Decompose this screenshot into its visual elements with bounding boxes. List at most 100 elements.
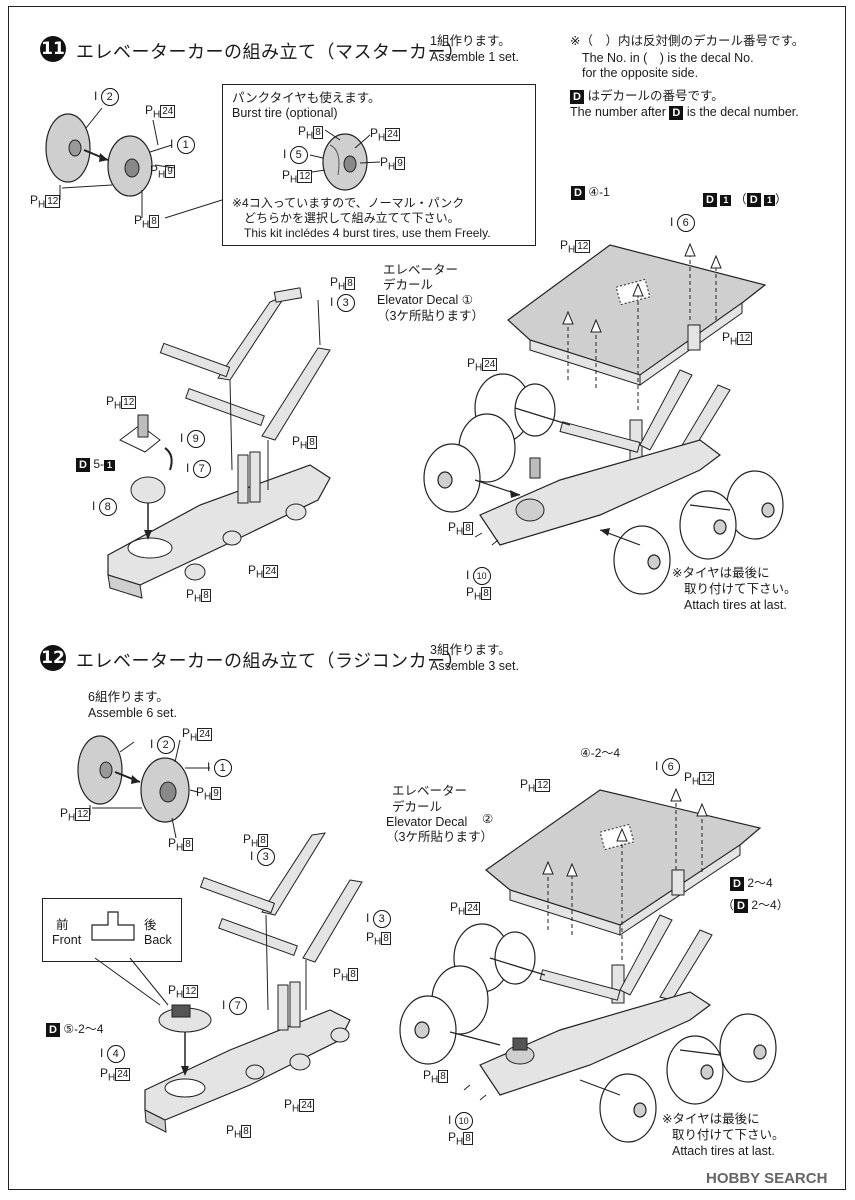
sub-qty-jp: 6組作ります。 [88,690,169,704]
page-frame [8,6,846,1190]
decal-label-d4-1: D ④-1 [571,185,610,200]
elevator-decal-jp1-b: エレベーター [392,784,468,798]
back-en: Back [144,933,172,947]
back-jp: 後 [144,918,157,932]
part-label-I3-a: I 3 [330,294,355,312]
part-label-I7: I 7 [186,460,211,478]
step-11-qty-jp: 1組作ります。 [430,34,511,48]
note-line2: The No. in ( ) is the decal No. [582,51,754,65]
step-11-title: エレベーターカーの組み立て（マスターカー） [76,42,465,63]
part-label-I8: I 8 [92,498,117,516]
arm-lower [261,347,331,441]
part-label-I3-c: I 3 [366,910,391,928]
wheel-hub-right [124,158,140,178]
tires-last-jp1-a: ※タイヤは最後に [672,566,770,580]
decal-label-d2-4-opposite: （D 2～4） [722,898,789,913]
burst-note-jp2: どちらかを選択して組み立てて下さい。 [244,211,460,225]
tires-last-jp2-b: 取り付けて下さい。 [672,1128,785,1142]
elevator-decal-jp3-b: （3ケ所貼ります） [386,830,493,844]
note-line5-text-b: is the decal number. [686,105,799,119]
tire-group [423,373,784,595]
note-line5-text-a: The number after [570,105,666,119]
decal-label-d5-2-4: D ⑤-2～4 [46,1020,103,1037]
note-line1: ※（ ）内は反対側のデカール番号です。 [570,34,805,48]
elevator-decal-jp3-a: （3ケ所貼ります） [377,309,484,323]
part-label-I1-b: I 1 [207,759,232,777]
part-label-I4: I 4 [100,1045,125,1063]
arm-crossbar [159,342,231,378]
sub-qty-en: Assemble 6 set. [88,706,177,720]
burst-note-en: This kit inclédes 4 burst tires, use the… [244,226,491,240]
car-chassis [479,439,721,546]
watermark: HOBBY SEARCH [706,1170,828,1187]
part-label-I10-a: I 10 [466,567,491,585]
burst-tire-hub [343,155,357,173]
part-label-I6-b: I 6 [655,758,680,776]
step-12-qty-en: Assemble 3 set. [430,659,519,673]
wheel-hub-left [68,139,82,157]
part-label-I9: I 9 [180,430,205,448]
part-label-I2: I 2 [94,88,119,106]
step-11-number: 11 [40,36,66,62]
elevator-decal-en-a: Elevator Decal ① [377,293,473,307]
part-label-I7-b: I 7 [222,997,247,1015]
part-label-I1: I 1 [170,136,195,154]
burst-note-jp1: ※4コ入っていますので、ノーマル・パンク [232,196,465,210]
elevator-decal-jp2-b: デカール [392,800,443,814]
part-label-I5: I 5 [283,146,308,164]
tires-last-jp2-a: 取り付けて下さい。 [684,582,797,596]
elevator-decal-jp1-a: エレベーター [383,263,459,277]
elevator-decal-en-b: Elevator Decal [386,815,468,829]
part-label-I10-b: I 10 [448,1112,473,1130]
wheel-half-left [45,113,91,183]
part-label-I3-b: I 3 [250,848,275,866]
step-12-title: エレベーターカーの組み立て（ラジコンカー） [76,651,465,672]
note-line3: for the opposite side. [582,66,699,80]
front-jp: 前 [56,918,69,932]
burst-tire-box [222,84,536,246]
note-line4: D はデカールの番号です。 [570,89,724,104]
burst-title-jp: パンクタイヤも使えます。 [232,91,381,105]
tires-last-en-a: Attach tires at last. [684,598,787,612]
note-line5: The number after D is the decal number. [570,105,799,120]
part-label-I2-b: I 2 [150,736,175,754]
elevator-decal-jp2-a: デカール [383,278,434,292]
step-11-qty-en: Assemble 1 set. [430,50,519,64]
decal-label-d5-1: D 5-1 [76,457,116,472]
step-12-number: 12 [40,645,66,671]
burst-title-en: Burst tire (optional) [232,106,338,120]
